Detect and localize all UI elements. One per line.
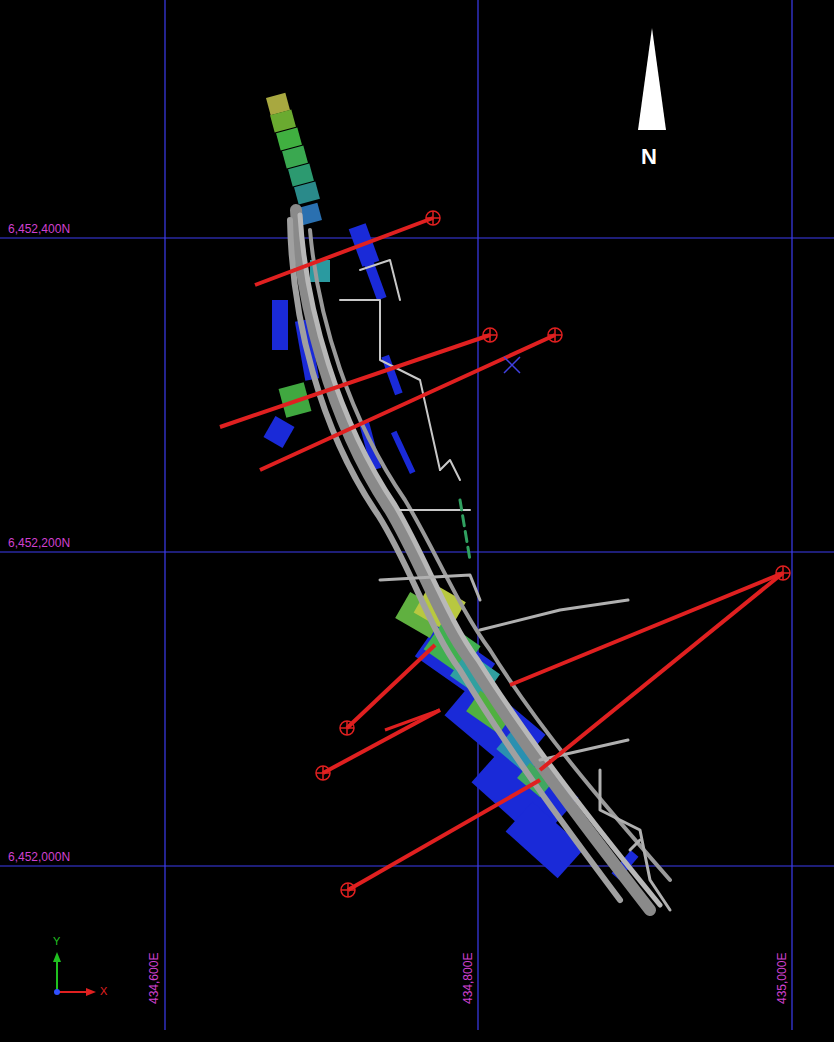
grade-blocks [266, 93, 553, 798]
survey-mark [504, 357, 520, 373]
axis-triad [53, 952, 96, 996]
north-label: N [641, 146, 657, 168]
tunnels [290, 210, 670, 910]
easting-label: 434,800E [462, 953, 474, 1004]
northing-label: 6,452,200N [8, 537, 70, 549]
collars [316, 211, 790, 897]
easting-label: 435,000E [776, 953, 788, 1004]
north-arrow [638, 28, 666, 130]
axis-label: Y [53, 936, 60, 947]
blue-blocks [263, 223, 638, 880]
northing-label: 6,452,400N [8, 223, 70, 235]
axis-label: X [100, 986, 107, 997]
northing-label: 6,452,000N [8, 851, 70, 863]
easting-label: 434,600E [148, 953, 160, 1004]
drill-holes [220, 218, 783, 890]
